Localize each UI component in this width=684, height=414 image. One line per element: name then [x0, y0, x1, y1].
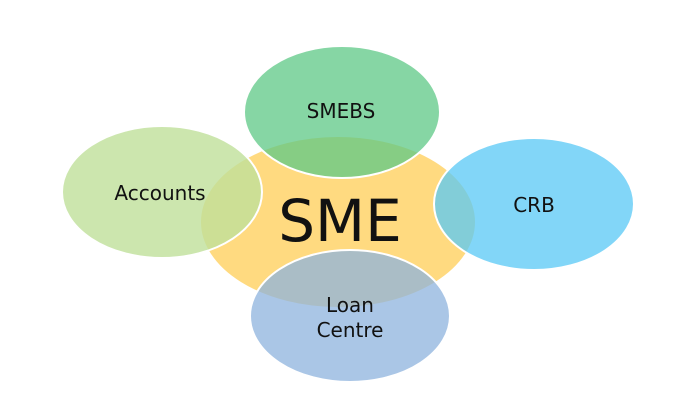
accounts-label: Accounts: [114, 181, 205, 205]
smebs-label: SMEBS: [307, 99, 376, 123]
crb-circle: [433, 137, 635, 271]
crb-label: CRB: [513, 193, 555, 217]
loan-label-line2: Centre: [317, 318, 384, 342]
loan-centre-circle: [249, 249, 451, 383]
center-label: SME: [278, 187, 402, 255]
accounts-circle: [61, 125, 263, 259]
loan-label-line1: Loan: [326, 293, 374, 317]
smebs-circle: [243, 45, 441, 179]
